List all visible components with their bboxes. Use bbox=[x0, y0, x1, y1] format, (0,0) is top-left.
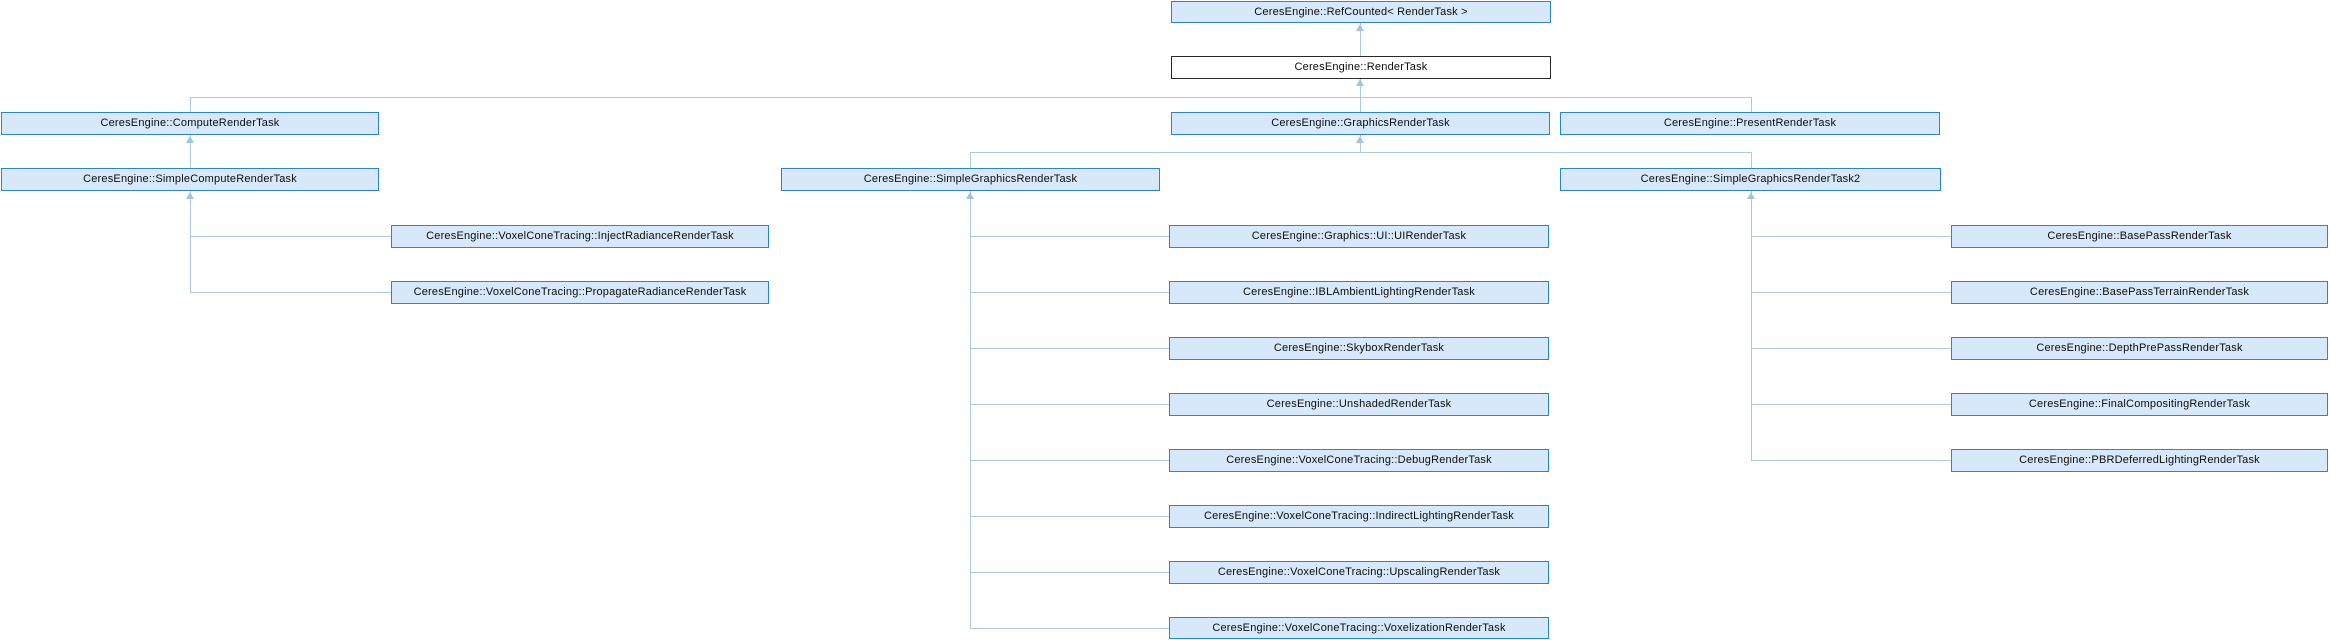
arrow-up-icon bbox=[186, 192, 194, 199]
class-node-simplecomputerendertask[interactable]: CeresEngine::SimpleComputeRenderTask bbox=[1, 168, 379, 191]
class-node-simplegraphicsrendertask2[interactable]: CeresEngine::SimpleGraphicsRenderTask2 bbox=[1560, 168, 1941, 191]
class-node-label: CeresEngine::FinalCompositingRenderTask bbox=[2028, 398, 2251, 410]
class-node-label: CeresEngine::GraphicsRenderTask bbox=[1271, 117, 1450, 129]
class-node-label: CeresEngine::SimpleGraphicsRenderTask bbox=[863, 173, 1078, 185]
class-node-label: CeresEngine::SkyboxRenderTask bbox=[1273, 342, 1445, 354]
edge-line bbox=[1751, 460, 1951, 461]
class-node-vct-indirectlightingrendertask[interactable]: CeresEngine::VoxelConeTracing::IndirectL… bbox=[1169, 505, 1549, 528]
arrow-up-icon bbox=[1356, 79, 1364, 86]
edge-line bbox=[970, 572, 1169, 573]
class-node-label: CeresEngine::PBRDeferredLightingRenderTa… bbox=[2019, 454, 2260, 466]
edge-line bbox=[190, 292, 391, 293]
class-node-label: CeresEngine::VoxelConeTracing::Propagate… bbox=[413, 286, 747, 298]
class-node-vct-debugrendertask[interactable]: CeresEngine::VoxelConeTracing::DebugRend… bbox=[1169, 449, 1549, 472]
arrow-up-icon bbox=[1356, 24, 1364, 31]
class-node-label: CeresEngine::IBLAmbientLightingRenderTas… bbox=[1243, 286, 1475, 298]
edge-line bbox=[970, 404, 1169, 405]
arrow-up-icon bbox=[1747, 192, 1755, 199]
edge-line bbox=[1751, 404, 1951, 405]
arrow-up-icon bbox=[966, 192, 974, 199]
class-node-label: CeresEngine::RenderTask bbox=[1294, 61, 1428, 73]
class-node-label: CeresEngine::RefCounted< RenderTask > bbox=[1254, 5, 1468, 18]
class-node-label: CeresEngine::VoxelConeTracing::Voxelizat… bbox=[1212, 621, 1506, 634]
class-node-skyboxrendertask[interactable]: CeresEngine::SkyboxRenderTask bbox=[1169, 337, 1549, 360]
edge-line bbox=[1751, 292, 1951, 293]
class-node-rendertask-current: CeresEngine::RenderTask bbox=[1171, 56, 1551, 79]
edge-line bbox=[970, 516, 1169, 517]
class-node-label: CeresEngine::SimpleGraphicsRenderTask2 bbox=[1640, 173, 1861, 185]
class-node-uirendertask[interactable]: CeresEngine::Graphics::UI::UIRenderTask bbox=[1169, 225, 1549, 248]
class-node-vct-upscalingrendertask[interactable]: CeresEngine::VoxelConeTracing::Upscaling… bbox=[1169, 561, 1549, 584]
class-node-injectradiancerendertask[interactable]: CeresEngine::VoxelConeTracing::InjectRad… bbox=[391, 225, 769, 248]
class-node-propagateradiancerendertask[interactable]: CeresEngine::VoxelConeTracing::Propagate… bbox=[391, 281, 769, 304]
class-node-depthprepassrendertask[interactable]: CeresEngine::DepthPrePassRenderTask bbox=[1951, 337, 2328, 360]
edge-line bbox=[970, 236, 1169, 237]
edge-line bbox=[190, 236, 391, 237]
edge-line bbox=[970, 152, 971, 168]
class-node-label: CeresEngine::BasePassRenderTask bbox=[2047, 230, 2232, 242]
edge-line bbox=[1360, 135, 1361, 152]
class-node-label: CeresEngine::VoxelConeTracing::Upscaling… bbox=[1217, 566, 1501, 578]
class-node-label: CeresEngine::SimpleComputeRenderTask bbox=[83, 173, 297, 185]
class-node-basepassrendertask[interactable]: CeresEngine::BasePassRenderTask bbox=[1951, 225, 2328, 248]
class-node-iblambientlightingrendertask[interactable]: CeresEngine::IBLAmbientLightingRenderTas… bbox=[1169, 281, 1549, 304]
edge-line bbox=[970, 460, 1169, 461]
class-node-label: CeresEngine::PresentRenderTask bbox=[1663, 117, 1837, 129]
class-node-label: CeresEngine::BasePassTerrainRenderTask bbox=[2029, 286, 2250, 298]
class-node-label: CeresEngine::ComputeRenderTask bbox=[100, 117, 280, 129]
class-node-simplegraphicsrendertask[interactable]: CeresEngine::SimpleGraphicsRenderTask bbox=[781, 168, 1160, 191]
class-node-graphicsrendertask[interactable]: CeresEngine::GraphicsRenderTask bbox=[1171, 112, 1550, 135]
class-node-basepassterrainrendertask[interactable]: CeresEngine::BasePassTerrainRenderTask bbox=[1951, 281, 2328, 304]
edge-line bbox=[970, 152, 1751, 153]
class-node-unshadedrendertask[interactable]: CeresEngine::UnshadedRenderTask bbox=[1169, 393, 1549, 416]
edge-line bbox=[1751, 236, 1951, 237]
edge-line bbox=[1751, 97, 1752, 112]
edge-line bbox=[970, 628, 1169, 629]
edge-line bbox=[970, 191, 971, 628]
edge-line bbox=[1751, 348, 1951, 349]
class-node-computerendertask[interactable]: CeresEngine::ComputeRenderTask bbox=[1, 112, 379, 135]
edge-line bbox=[190, 97, 1751, 98]
arrow-up-icon bbox=[186, 136, 194, 143]
edge-line bbox=[190, 97, 191, 112]
arrow-up-icon bbox=[1356, 136, 1364, 143]
edge-line bbox=[970, 292, 1169, 293]
class-node-label: CeresEngine::VoxelConeTracing::DebugRend… bbox=[1226, 454, 1492, 466]
edge-line bbox=[190, 135, 191, 168]
class-node-label: CeresEngine::VoxelConeTracing::InjectRad… bbox=[426, 230, 734, 242]
edge-line bbox=[1360, 78, 1361, 112]
edge-line bbox=[970, 348, 1169, 349]
class-node-pbrdeferredlightingrendertask[interactable]: CeresEngine::PBRDeferredLightingRenderTa… bbox=[1951, 449, 2328, 472]
class-node-label: CeresEngine::VoxelConeTracing::IndirectL… bbox=[1204, 510, 1514, 522]
edge-line bbox=[1360, 23, 1361, 56]
class-node-presentrendertask[interactable]: CeresEngine::PresentRenderTask bbox=[1560, 112, 1940, 135]
class-node-label: CeresEngine::DepthPrePassRenderTask bbox=[2036, 342, 2243, 354]
class-node-finalcompositingrendertask[interactable]: CeresEngine::FinalCompositingRenderTask bbox=[1951, 393, 2328, 416]
class-node-label: CeresEngine::UnshadedRenderTask bbox=[1266, 398, 1452, 410]
class-node-refcounted[interactable]: CeresEngine::RefCounted< RenderTask > bbox=[1171, 1, 1551, 23]
class-node-vct-voxelizationrendertask[interactable]: CeresEngine::VoxelConeTracing::Voxelizat… bbox=[1169, 617, 1549, 639]
edge-line bbox=[190, 191, 191, 292]
class-node-label: CeresEngine::Graphics::UI::UIRenderTask bbox=[1251, 230, 1467, 242]
edge-line bbox=[1751, 152, 1752, 168]
edge-line bbox=[1751, 191, 1752, 460]
